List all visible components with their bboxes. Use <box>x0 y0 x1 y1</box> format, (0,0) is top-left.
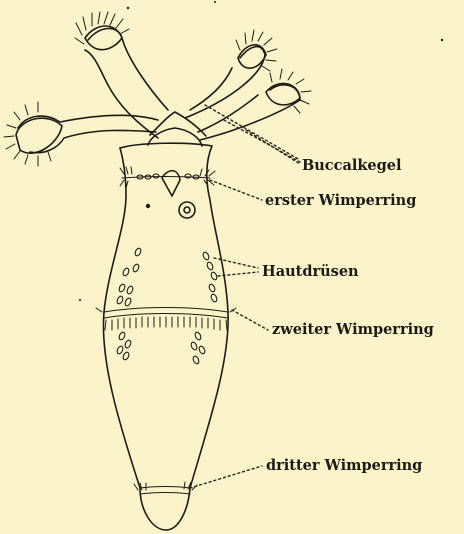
buccal-cone-arms <box>18 28 300 152</box>
label-zweiter-wimperring: zweiter Wimperring <box>272 323 434 338</box>
skin-glands <box>116 247 218 364</box>
label-dritter-wimperring: dritter Wimperring <box>266 459 422 474</box>
second-ciliary-ring <box>96 308 236 331</box>
first-ciliary-ring <box>120 167 215 188</box>
body-outline <box>103 143 228 530</box>
label-buccalkegel: Buccalkegel <box>302 159 402 174</box>
label-hautdruesen: Hautdrüsen <box>262 265 359 280</box>
third-ciliary-ring <box>134 482 197 494</box>
label-erster-wimperring: erster Wimperring <box>265 194 416 209</box>
